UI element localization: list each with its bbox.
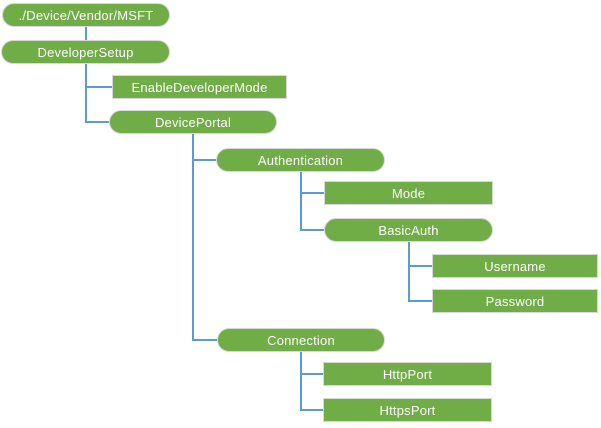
connector-segment-v [300, 352, 302, 411]
connector-segment-h [192, 339, 217, 341]
tree-node-authentication: Authentication [216, 148, 385, 172]
tree-node-deviceportal: DevicePortal [109, 110, 277, 134]
tree-node-mode: Mode [324, 181, 493, 205]
tree-node-connection: Connection [217, 328, 385, 352]
tree-node-username: Username [432, 254, 598, 278]
connector-segment-h [192, 159, 216, 161]
tree-node-enabledevelopermode: EnableDeveloperMode [112, 75, 287, 99]
tree-node-root: ./Device/Vendor/MSFT [2, 3, 170, 27]
connector-segment-h [299, 229, 324, 231]
connector-segment-v [192, 134, 194, 341]
connector-segment-h [299, 192, 324, 194]
tree-node-password: Password [432, 289, 598, 313]
connector-segment-h [300, 409, 323, 411]
connector-segment-v [299, 172, 302, 231]
tree-node-developersetup: DeveloperSetup [1, 40, 170, 64]
connector-segment-h [84, 86, 112, 88]
connector-segment-h [84, 121, 109, 123]
connector-segment-v [84, 64, 87, 123]
tree-node-httpsport: HttpsPort [323, 398, 492, 422]
connector-segment-v [85, 27, 87, 40]
connector-segment-h [407, 300, 432, 302]
connector-segment-v [407, 242, 410, 302]
tree-node-basicauth: BasicAuth [324, 218, 493, 242]
connector-segment-h [407, 265, 432, 267]
tree-node-httpport: HttpPort [323, 362, 492, 386]
connector-segment-h [300, 373, 323, 375]
